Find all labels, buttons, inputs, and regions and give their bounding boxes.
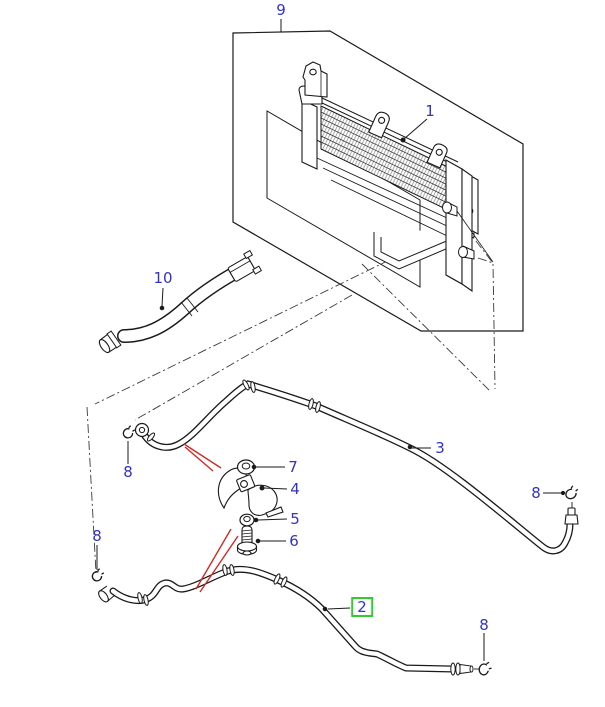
hose-duct [98,249,263,354]
pipe-lower-end-fitting-left [98,585,115,603]
pipe-upper-collars [242,379,321,413]
pipe-upper-end-fitting-left [134,422,156,442]
part-label-7[interactable]: 7 [288,458,298,476]
cooler-right-tank [445,159,473,293]
oil-cooler [298,61,494,293]
part-label-6[interactable]: 6 [289,532,299,550]
clips [91,425,579,676]
hose-connector-left [98,330,122,354]
part-label-5[interactable]: 5 [290,510,300,528]
attachment-pointer-lines [183,443,239,593]
part-label-3[interactable]: 3 [435,439,445,457]
callout-leader-lines [96,19,566,661]
part-label-4[interactable]: 4 [290,480,300,498]
cooler-port-lower [458,245,475,260]
pipe-lower-end-fitting-right [450,662,479,676]
cooler-port-upper [442,201,494,263]
pipe-upper [134,379,579,555]
part-label-9[interactable]: 9 [276,1,286,19]
cooler-tab-mid [426,143,448,169]
pipe-lower-collars [137,564,288,606]
part-label-8-bottom-left[interactable]: 8 [92,527,102,545]
part-label-2-highlighted[interactable]: 2 [351,597,373,617]
clip-left [122,425,136,439]
kit-boundary-box [232,30,524,332]
part-label-8-right[interactable]: 8 [531,484,541,502]
part-label-1[interactable]: 1 [425,102,435,120]
clip-bottom-right [478,661,492,676]
clamp-bracket [217,467,284,518]
clamp-bolt-boss [236,474,256,493]
part-label-8-bottom-right[interactable]: 8 [479,616,489,634]
cooler-bracket-top-left [302,61,328,98]
part-label-10[interactable]: 10 [153,269,173,287]
part-label-8-left[interactable]: 8 [123,463,133,481]
washer-lower [239,513,255,527]
bolt [236,525,258,556]
cooler-core-depth-lines [316,157,469,247]
clip-bottom-left [91,568,105,582]
clip-right [565,485,579,500]
hose-connector-right [227,249,263,282]
cooler-tab-upper [367,111,390,139]
pipe-upper-end-fitting-right [564,502,579,525]
pipe-lower [98,564,479,676]
